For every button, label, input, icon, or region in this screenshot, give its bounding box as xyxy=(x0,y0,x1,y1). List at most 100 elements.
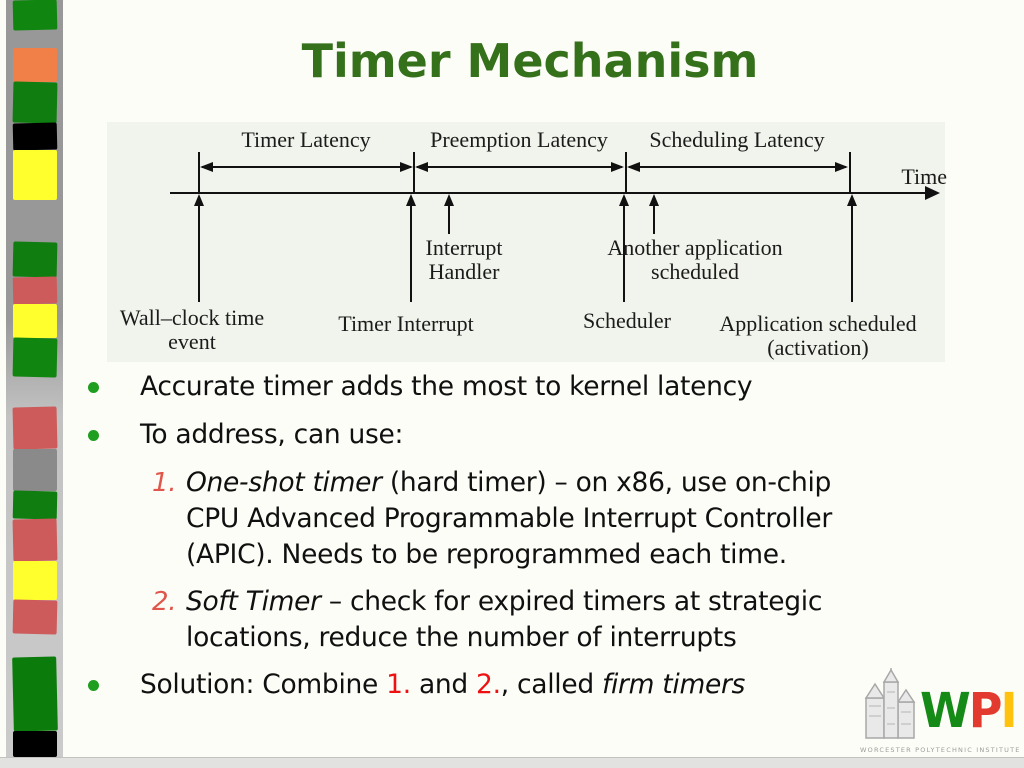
interrupt-handler-label: Interrupt Handler xyxy=(426,236,503,284)
text-run: One-shot timer xyxy=(186,467,382,498)
event-line-scheduler xyxy=(623,204,625,302)
event-line-activation xyxy=(851,204,853,302)
wpi-caption: WORCESTER POLYTECHNIC INSTITUTE xyxy=(860,746,1021,754)
strip-block xyxy=(12,276,58,305)
up-arrow-icon xyxy=(406,194,416,206)
event-line-interrupt-handler xyxy=(448,204,450,234)
slide-title: Timer Mechanism xyxy=(301,34,759,88)
preemption-latency-span-arrow xyxy=(415,162,624,172)
up-arrow-icon xyxy=(444,194,454,206)
timer-latency-diagram: Timer Latency Preemption Latency Schedul… xyxy=(107,122,947,362)
text-line: Accurate timer adds the most to kernel l… xyxy=(140,369,1010,405)
strip-block xyxy=(13,731,57,757)
wall-clock-line1: Wall–clock time xyxy=(119,305,265,330)
scheduling-latency-label: Scheduling Latency xyxy=(649,127,825,152)
strip-block xyxy=(12,0,58,31)
wpi-letter: W xyxy=(920,681,971,739)
application-scheduled-label: Application scheduled (activation) xyxy=(719,312,916,360)
numbered-item: 2. Soft Timer – check for expired timers … xyxy=(0,584,1010,656)
bullet-text: Solution: Combine 1. and 2., called firm… xyxy=(140,667,1010,703)
text-run: To address, can use: xyxy=(140,419,404,450)
wpi-tower-icon xyxy=(864,668,916,739)
event-line-wall-clock xyxy=(198,204,200,302)
tick-timer-interrupt xyxy=(413,152,415,194)
up-arrow-icon xyxy=(649,194,659,206)
timeline-arrowhead-icon xyxy=(925,186,940,200)
wall-clock-label: Wall–clock time event xyxy=(120,306,264,354)
scheduling-latency-span-arrow xyxy=(627,162,848,172)
timer-latency-label: Timer Latency xyxy=(241,127,371,152)
bullet-text: One-shot timer (hard timer) – on x86, us… xyxy=(186,465,1010,573)
arrow-left-icon xyxy=(627,162,640,172)
text-line: (APIC). Needs to be reprogrammed each ti… xyxy=(186,537,1010,573)
wpi-logo: WPI WORCESTER POLYTECHNIC INSTITUTE xyxy=(860,666,1020,758)
tick-scheduler xyxy=(625,152,627,194)
up-arrow-icon xyxy=(847,194,857,206)
numbered-item: 1. One-shot timer (hard timer) – on x86, … xyxy=(0,465,1010,573)
text-run: Accurate timer adds the most to kernel l… xyxy=(140,371,753,402)
text-run: 2. xyxy=(476,669,501,700)
bullet-text: To address, can use: xyxy=(140,417,1010,453)
text-line: One-shot timer (hard timer) – on x86, us… xyxy=(186,465,1010,501)
application-scheduled-line1: Application scheduled xyxy=(719,311,917,336)
strip-block xyxy=(12,81,58,124)
event-line-timer-interrupt xyxy=(410,204,412,302)
bullet-dot-icon xyxy=(88,430,99,441)
interrupt-handler-line1: Interrupt xyxy=(425,235,503,260)
text-run: 1. xyxy=(386,669,411,700)
bullet-text: Soft Timer – check for expired timers at… xyxy=(186,584,1010,656)
bullet-item: To address, can use: xyxy=(0,417,1010,453)
strip-block xyxy=(13,150,57,200)
wall-clock-line2: event xyxy=(168,329,216,354)
bullet-item: Solution: Combine 1. and 2., called firm… xyxy=(0,667,1010,703)
content: Accurate timer adds the most to kernel l… xyxy=(0,369,1010,715)
arrow-left-icon xyxy=(415,162,428,172)
item-number: 1. xyxy=(152,468,177,498)
item-number: 2. xyxy=(152,587,177,617)
bullet-text: Accurate timer adds the most to kernel l… xyxy=(140,369,1010,405)
text-run: locations, reduce the number of interrup… xyxy=(186,622,737,653)
text-run: and xyxy=(410,669,477,700)
time-axis-label: Time xyxy=(901,164,947,189)
text-run: , called xyxy=(500,669,602,700)
text-run: (hard timer) – on x86, use on-chip xyxy=(381,467,832,498)
timer-interrupt-label: Timer Interrupt xyxy=(338,311,474,336)
preemption-latency-label: Preemption Latency xyxy=(430,127,608,152)
arrow-right-icon xyxy=(400,162,413,172)
text-run: Solution: Combine xyxy=(140,669,387,700)
text-line: Solution: Combine 1. and 2., called firm… xyxy=(140,667,1010,703)
arrow-right-icon xyxy=(611,162,624,172)
wpi-letter: P xyxy=(968,681,1003,739)
strip-block xyxy=(13,304,57,338)
text-run: Soft Timer xyxy=(186,586,321,617)
event-line-another-app xyxy=(653,204,655,234)
text-line: Soft Timer – check for expired timers at… xyxy=(186,584,1010,620)
bullet-item: Accurate timer adds the most to kernel l… xyxy=(0,369,1010,405)
another-application-label: Another application scheduled xyxy=(607,236,782,284)
strip-block xyxy=(12,122,58,151)
text-line: To address, can use: xyxy=(140,417,1010,453)
strip-block xyxy=(13,561,57,600)
application-scheduled-line2: (activation) xyxy=(767,335,869,360)
scheduler-label: Scheduler xyxy=(583,308,671,333)
another-application-line1: Another application xyxy=(607,235,783,260)
wpi-letters: WPI xyxy=(920,681,1018,739)
strip-block xyxy=(13,48,57,82)
tick-activation xyxy=(849,152,851,194)
wpi-letter: I xyxy=(1000,681,1017,739)
up-arrow-icon xyxy=(194,194,204,206)
text-run: firm timers xyxy=(601,669,746,700)
text-run: – check for expired timers at strategic xyxy=(320,586,823,617)
text-run: (APIC). Needs to be reprogrammed each ti… xyxy=(186,539,787,570)
strip-block xyxy=(13,449,57,491)
text-line: CPU Advanced Programmable Interrupt Cont… xyxy=(186,501,1010,537)
arrow-left-icon xyxy=(200,162,213,172)
arrow-right-icon xyxy=(835,162,848,172)
decorative-color-strip xyxy=(6,0,63,757)
bullet-dot-icon xyxy=(88,680,99,691)
timer-latency-span-arrow xyxy=(200,162,413,172)
timeline-axis xyxy=(170,192,927,194)
text-line: locations, reduce the number of interrup… xyxy=(186,620,1010,656)
strip-block xyxy=(12,241,58,278)
up-arrow-icon xyxy=(619,194,629,206)
